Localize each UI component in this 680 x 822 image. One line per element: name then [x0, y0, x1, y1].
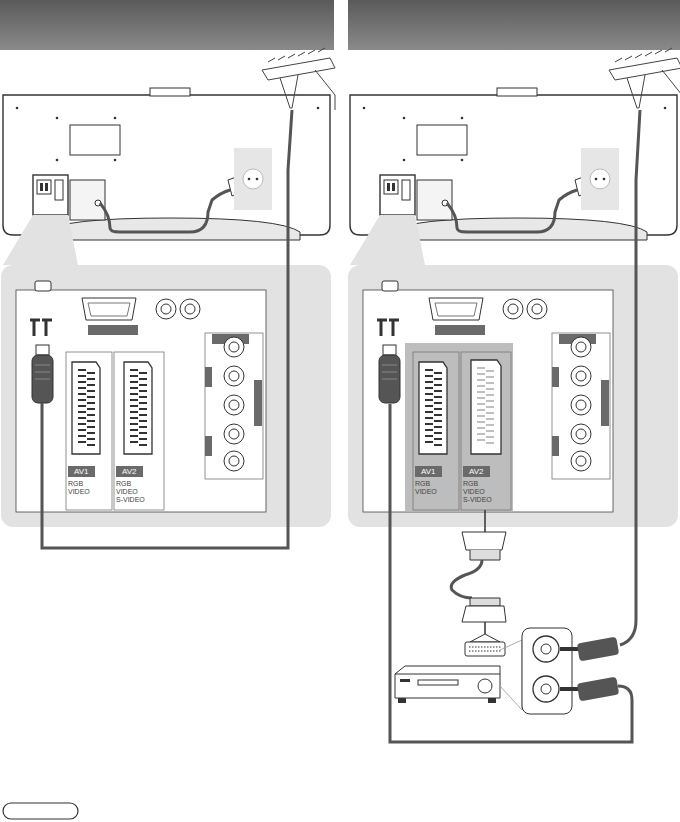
signal-list: RGB VIDEO	[68, 480, 108, 496]
scart-socket	[124, 362, 152, 454]
signal-list: RGB VIDEO S-VIDEO	[116, 480, 156, 504]
note-marker	[3, 803, 78, 819]
header-bar	[0, 0, 334, 50]
socket-name: AV2	[463, 466, 490, 477]
header-bar	[348, 0, 680, 50]
aerial-cable	[42, 110, 292, 548]
socket-name: AV1	[68, 466, 95, 477]
scart-plug	[471, 360, 501, 454]
signal-list: RGB VIDEO	[415, 480, 455, 496]
socket-name: AV2	[116, 466, 143, 477]
scart-socket	[419, 362, 447, 454]
scart-label: AV1RGB VIDEO	[415, 466, 459, 496]
signal-list: RGB VIDEO S-VIDEO	[463, 480, 503, 504]
scart-socket	[72, 362, 100, 454]
vcr	[395, 666, 500, 703]
tv-rear-panel	[1, 48, 335, 527]
tv-rear-panel	[348, 48, 680, 527]
scart-label: AV1RGB VIDEO	[68, 466, 112, 496]
scart-label: AV2RGB VIDEO S-VIDEO	[463, 466, 511, 504]
highlight-area	[405, 343, 513, 511]
socket-name: AV1	[415, 466, 442, 477]
scart-label: AV2RGB VIDEO S-VIDEO	[116, 466, 164, 504]
